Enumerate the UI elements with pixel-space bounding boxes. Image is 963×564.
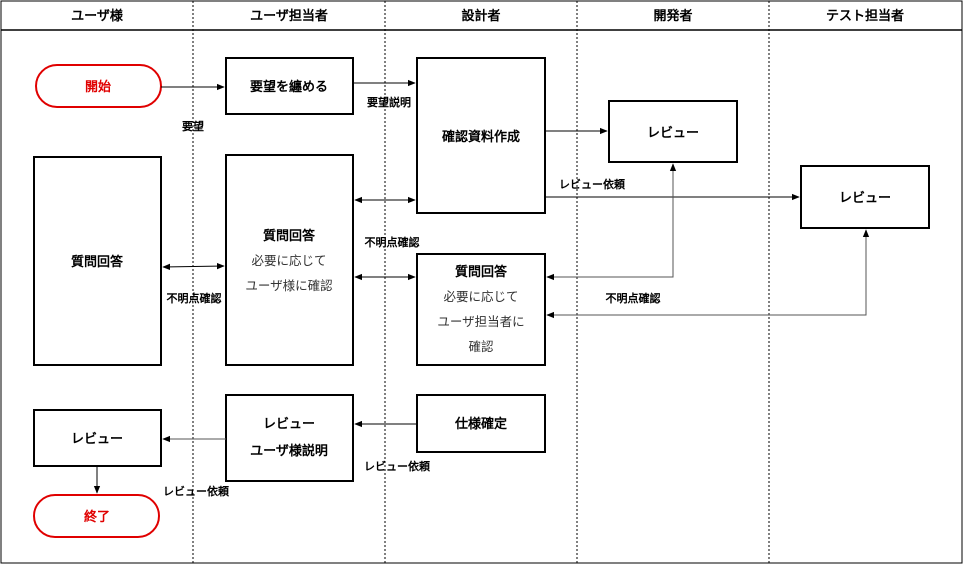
edge-label-unclear-dev-test: 不明点確認 [606,291,661,305]
lane-header-developer: 開発者 [653,8,692,24]
summarize-requirements-box [225,57,354,115]
edge-label-unclear-rep-designer: 不明点確認 [365,235,420,249]
rep-qa-box [225,154,354,366]
end-terminal [33,494,160,538]
spec-fixed-box [416,394,546,453]
designer-qa-line1: 必要に応じて [443,289,518,304]
rep-qa-line1: 必要に応じて [251,253,326,268]
test-review-label: レビュー [839,190,891,206]
summarize-requirements-label: 要望を纏める [250,79,328,95]
edge-label-review-request-spec: レビュー依頼 [364,459,431,473]
start-terminal [35,64,162,108]
create-review-material-box [416,57,546,214]
edge-label-request: 要望 [182,119,204,133]
spec-fixed-label: 仕様確定 [454,416,507,432]
arrow-test-review-designer-qa [546,229,870,319]
end-terminal-label: 終了 [84,509,110,525]
rep-qa-title: 質問回答 [263,228,316,244]
edge-label-review-request-top: レビュー依頼 [559,177,626,191]
edge-label-request-explanation: 要望説明 [367,95,411,109]
start-terminal-label: 開始 [85,79,111,95]
designer-qa-title: 質問回答 [455,264,508,280]
dev-review-box [608,100,738,163]
user-qa-label: 質問回答 [71,254,124,270]
test-review-box [800,165,930,229]
lane-header-user-rep: ユーザ担当者 [250,8,328,24]
designer-qa-line2: ユーザ担当者に [437,314,524,329]
user-qa-box [33,156,162,366]
rep-review-box [225,394,354,482]
rep-review-line2: ユーザ様説明 [250,443,328,459]
user-review-label: レビュー [71,431,123,447]
designer-qa-line3: 確認 [468,339,494,354]
edge-label-unclear-user-rep: 不明点確認 [167,291,222,305]
lane-header-tester: テスト担当者 [826,8,904,24]
arrow-user-qa-rep-qa [162,262,225,271]
rep-review-line1: レビュー [263,416,315,432]
lane-header-user: ユーザ様 [71,8,124,24]
create-review-material-label: 確認資料作成 [442,129,520,145]
lane-header-designer: 設計者 [461,8,500,24]
edge-label-review-request-user: レビュー依頼 [163,484,230,498]
dev-review-label: レビュー [647,125,699,141]
rep-qa-line2: ユーザ様に確認 [245,278,333,293]
user-review-box [33,409,162,467]
designer-qa-box [416,253,546,366]
